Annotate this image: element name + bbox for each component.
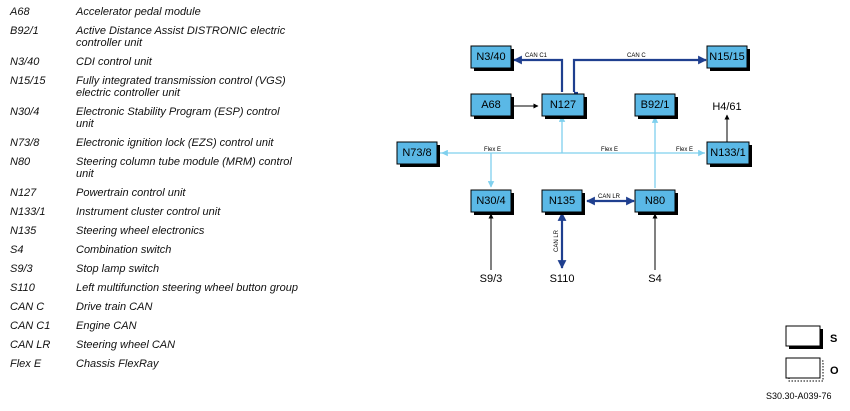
legend-code: N127 [10, 187, 37, 199]
label-flex-e-right: Flex E [676, 147, 693, 153]
legend-row: N15/15 Fully integrated transmission cont… [10, 75, 300, 99]
legend-row: CAN LR Steering wheel CAN [10, 339, 300, 351]
legend-row: CAN C1 Engine CAN [10, 320, 300, 332]
key-s-symbol: S [785, 325, 837, 349]
can-c1-line [513, 55, 564, 92]
can-c-line [572, 55, 707, 92]
key-symbols: S O [785, 325, 839, 382]
svg-text:N73/8: N73/8 [402, 147, 431, 159]
legend-row: N3/40 CDI control unit [10, 56, 300, 68]
flexray-lines [440, 115, 705, 188]
legend-description: Left multifunction steering wheel button… [76, 282, 298, 294]
legend-code: N73/8 [10, 137, 40, 149]
legend-description: Powertrain control unit [76, 187, 186, 199]
legend-code: N135 [10, 225, 37, 237]
legend-row: N133/1 Instrument cluster control unit [10, 206, 300, 218]
svg-text:N30/4: N30/4 [476, 195, 505, 207]
label-s110: S110 [550, 273, 575, 285]
external-labels: H4/61 S9/3 S110 S4 [480, 101, 742, 285]
legend-row: N80 Steering column tube module (MRM) con… [10, 156, 300, 180]
node-n133-1: N133/1 [706, 141, 752, 167]
legend-description: Stop lamp switch [76, 263, 160, 275]
legend-row: A68 Accelerator pedal module [10, 6, 300, 18]
legend-code: N30/4 [10, 106, 40, 118]
node-n127: N127 [541, 93, 587, 119]
label-s9-3: S9/3 [480, 273, 503, 285]
legend-description: Combination switch [76, 244, 172, 256]
legend-description: Engine CAN [76, 320, 137, 332]
legend-code: S4 [10, 244, 24, 256]
label-flex-e-mid: Flex E [601, 147, 618, 153]
legend-description: Steering wheel CAN [76, 339, 176, 351]
legend-code: CAN LR [10, 339, 51, 351]
legend-code: CAN C1 [10, 320, 51, 332]
figure-reference: S30.30-A039-76 [766, 391, 832, 401]
node-boxes: N3/40 N15/15 A68 N127 B92/1 N73/8 N133/1… [396, 45, 752, 215]
key-o-symbol: O [785, 357, 839, 382]
legend-code: S9/3 [10, 263, 33, 275]
svg-text:N127: N127 [550, 99, 576, 111]
legend-row: Flex E Chassis FlexRay [10, 358, 300, 370]
node-n15-15: N15/15 [706, 45, 750, 71]
node-n3-40: N3/40 [470, 45, 514, 71]
svg-text:N135: N135 [549, 195, 575, 207]
node-n30-4: N30/4 [470, 189, 514, 215]
legend-code: S110 [10, 282, 35, 294]
legend-code: A68 [10, 6, 30, 18]
svg-text:N15/15: N15/15 [709, 51, 744, 63]
svg-text:A68: A68 [481, 99, 501, 111]
node-a68: A68 [470, 93, 514, 119]
node-n80: N80 [634, 189, 678, 215]
legend-code: N133/1 [10, 206, 46, 218]
legend-row: CAN C Drive train CAN [10, 301, 300, 313]
legend-description: Active Distance Assist DISTRONIC electri… [76, 25, 286, 49]
label-can-c: CAN C [627, 53, 646, 59]
legend-row: S4 Combination switch [10, 244, 300, 256]
node-n135: N135 [541, 189, 585, 215]
signal-wires [488, 103, 730, 270]
svg-text:O: O [830, 365, 839, 377]
legend-code: Flex E [10, 358, 42, 370]
can-lines [513, 55, 707, 269]
svg-text:N3/40: N3/40 [476, 51, 505, 63]
legend-code: N80 [10, 156, 31, 168]
svg-text:N133/1: N133/1 [710, 147, 745, 159]
svg-text:S: S [830, 333, 837, 345]
label-flex-e-left: Flex E [484, 147, 501, 153]
legend-code: N15/15 [10, 75, 46, 87]
legend-code: B92/1 [10, 25, 39, 37]
legend-description: Electronic ignition lock (EZS) control u… [76, 137, 274, 149]
legend-code: CAN C [10, 301, 45, 313]
legend-description: Steering wheel electronics [76, 225, 205, 237]
bus-labels: CAN C1 CAN C CAN LR CAN LR Flex E Flex E… [484, 53, 693, 252]
svg-text:N80: N80 [645, 195, 665, 207]
legend-row: N135 Steering wheel electronics [10, 225, 300, 237]
legend-row: N30/4 Electronic Stability Program (ESP) … [10, 106, 300, 130]
legend-row: N127 Powertrain control unit [10, 187, 300, 199]
node-n73-8: N73/8 [396, 141, 440, 167]
legend-description: Drive train CAN [76, 301, 153, 313]
legend-description: Electronic Stability Program (ESP) contr… [76, 106, 280, 130]
legend-description: Fully integrated transmission control (V… [76, 75, 286, 99]
legend-description: CDI control unit [76, 56, 152, 68]
svg-text:B92/1: B92/1 [641, 99, 670, 111]
label-can-c1: CAN C1 [525, 53, 548, 59]
legend-description: Accelerator pedal module [76, 6, 201, 18]
legend-row: N73/8 Electronic ignition lock (EZS) cont… [10, 137, 300, 149]
label-h4-61: H4/61 [712, 101, 741, 113]
legend-row: S9/3 Stop lamp switch [10, 263, 300, 275]
label-can-lr-v: CAN LR [554, 229, 560, 252]
legend-code: N3/40 [10, 56, 40, 68]
label-s4: S4 [648, 273, 661, 285]
label-can-lr-h: CAN LR [598, 194, 621, 200]
node-b92-1: B92/1 [634, 93, 678, 119]
legend-row: B92/1 Active Distance Assist DISTRONIC el… [10, 25, 300, 49]
legend-description: Instrument cluster control unit [76, 206, 221, 218]
legend-description: Chassis FlexRay [76, 358, 159, 370]
legend-description: Steering column tube module (MRM) contro… [76, 156, 292, 180]
legend-row: S110 Left multifunction steering wheel bu… [10, 282, 300, 294]
